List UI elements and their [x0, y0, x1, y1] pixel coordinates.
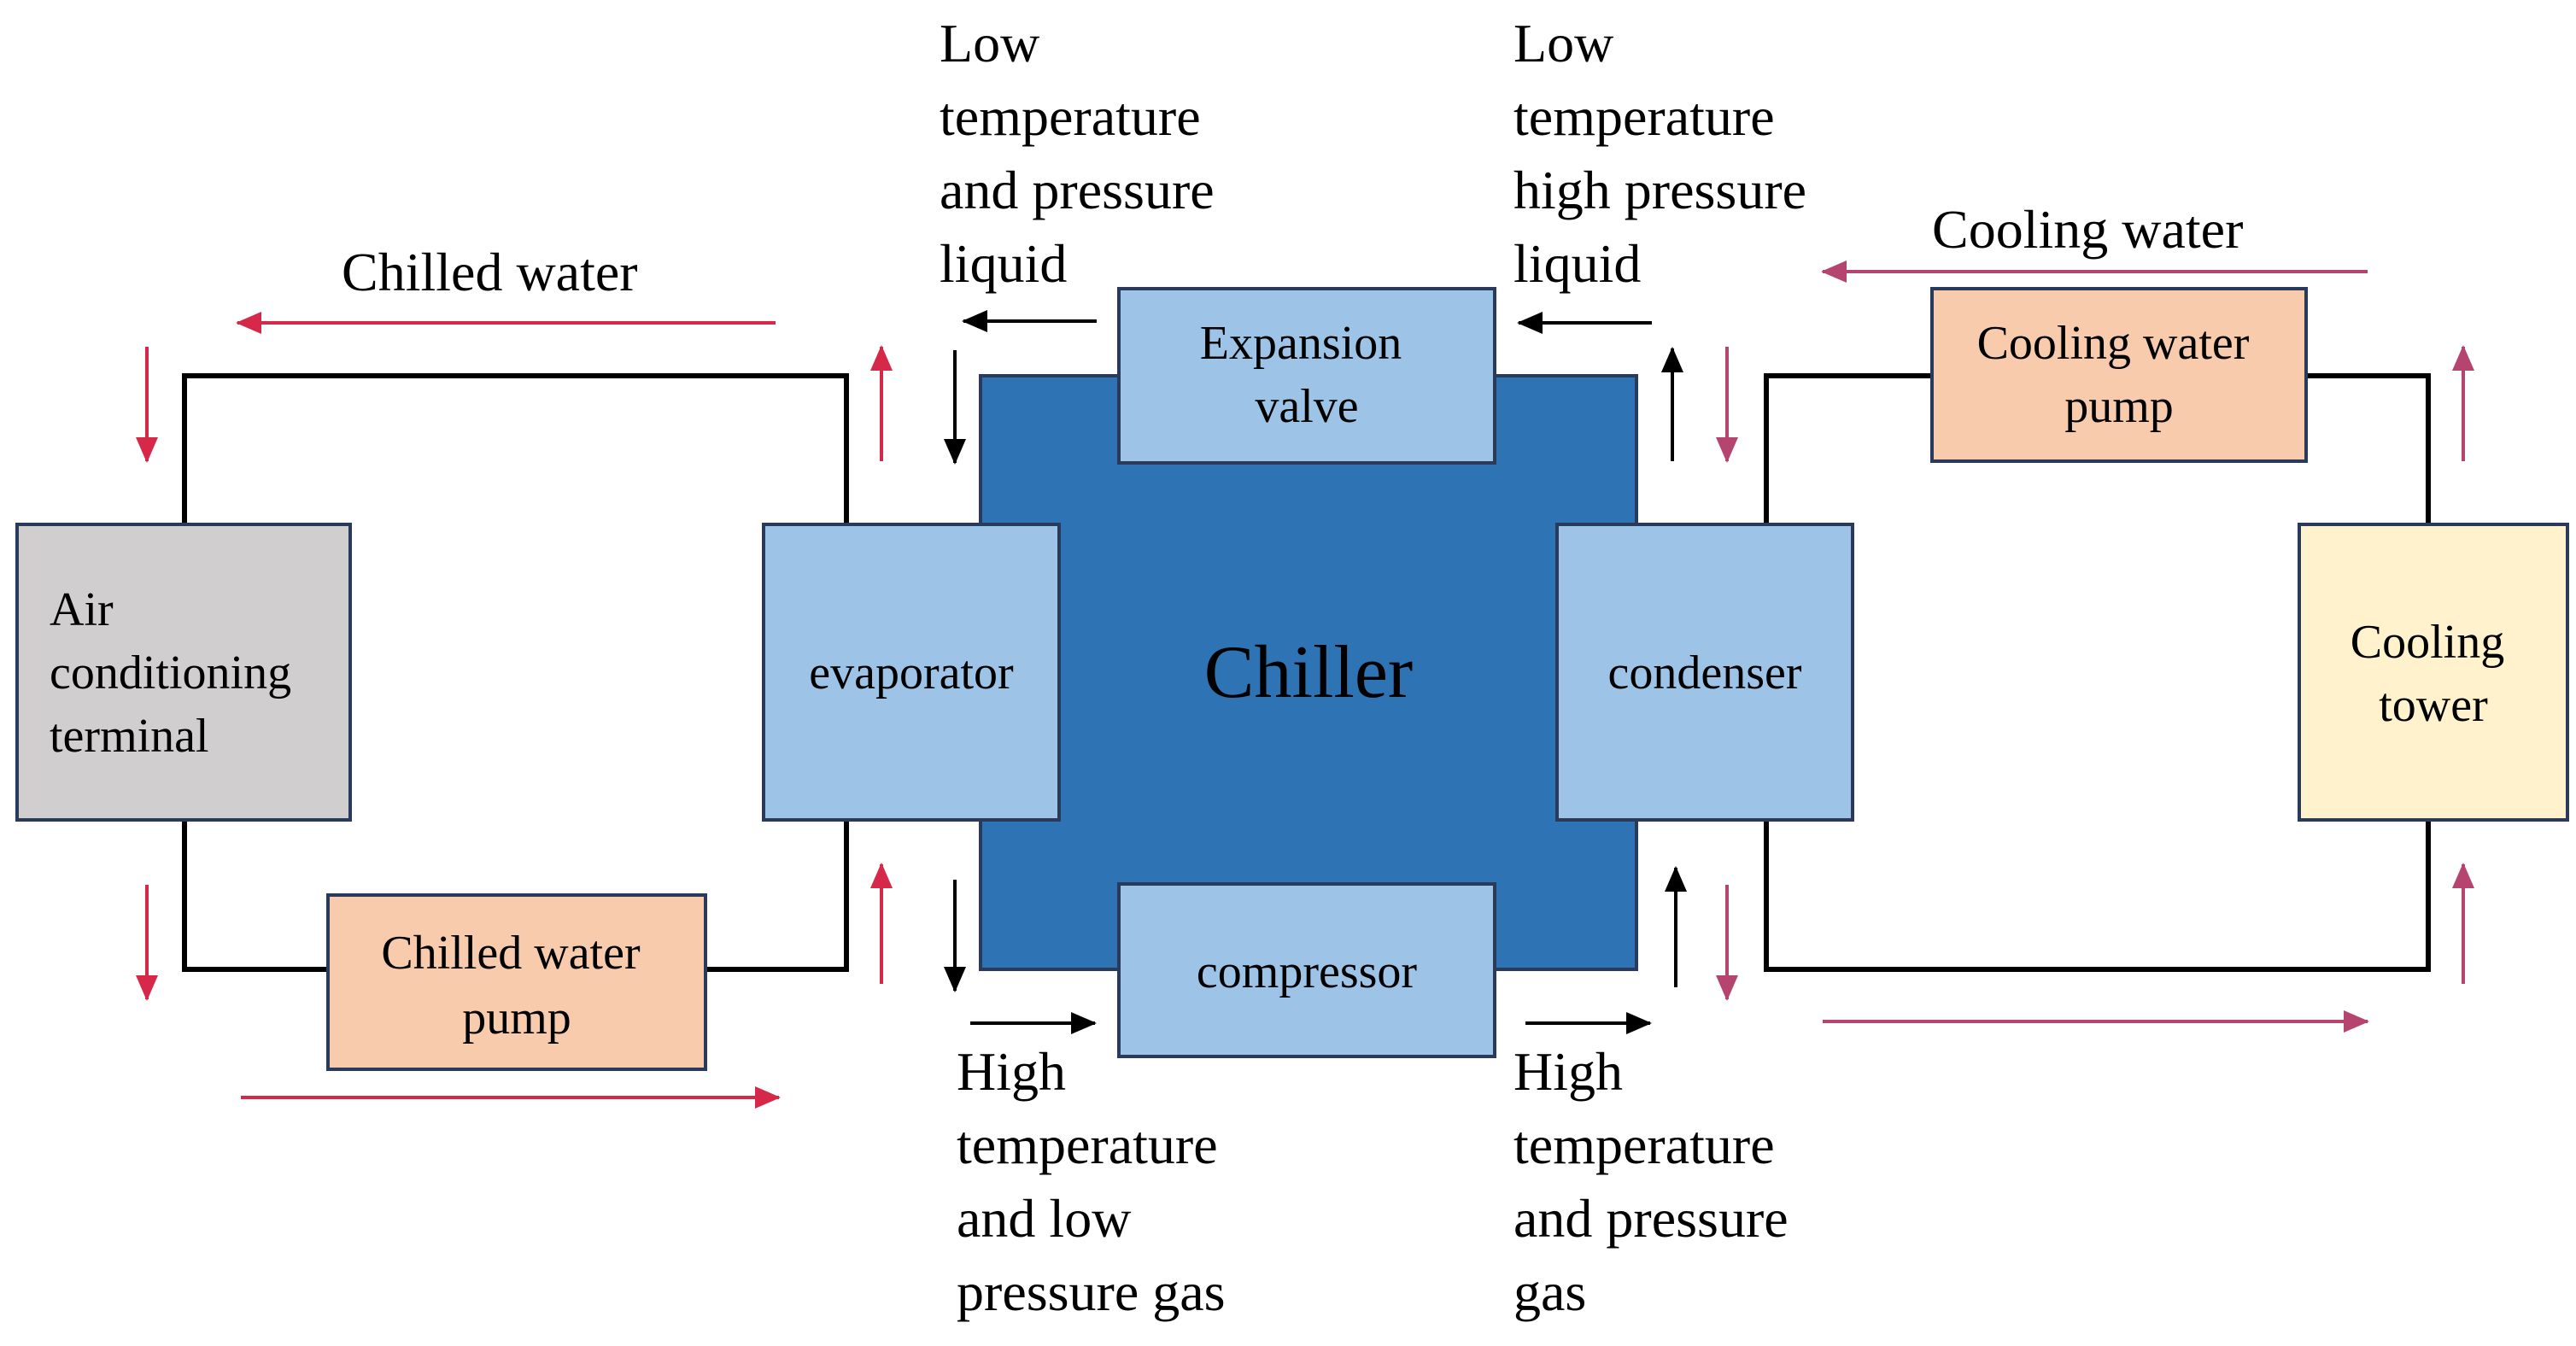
compressor-box	[1117, 882, 1496, 1058]
expansion-valve-label: Expansion valve	[1200, 317, 1414, 433]
refrigerant-arrows	[944, 310, 1687, 1034]
cooling-tower-box	[2298, 523, 2569, 822]
expansion-valve-box	[1117, 287, 1496, 465]
refrigerant-state-bottom-right: High temperature and pressure gas	[1513, 1041, 1802, 1322]
air-conditioning-terminal-label: Air conditioning terminal	[50, 583, 303, 763]
air-conditioning-terminal-box	[15, 523, 352, 822]
cooling-water-flow-label: Cooling water	[1932, 199, 2243, 260]
refrigerant-state-top-right: Low temperature high pressure liquid	[1513, 13, 1820, 294]
cooling-water-arrows	[1716, 260, 2474, 1033]
cooling-tower-label: Cooling tower	[2351, 616, 2516, 732]
condenser-label: condenser	[1607, 647, 1801, 699]
cooling-water-pump-label: Cooling water pump	[1977, 317, 2262, 433]
chilled-water-pump-box	[326, 893, 707, 1071]
left-loop-pipe	[182, 373, 849, 972]
chilled-water-arrows	[136, 312, 893, 1109]
chiller-label: Chiller	[1204, 631, 1413, 714]
cooling-water-pump-box	[1930, 287, 2308, 463]
chiller-body	[979, 374, 1638, 971]
compressor-label: compressor	[1197, 945, 1418, 998]
refrigerant-state-bottom-left: High temperature and low pressure gas	[957, 1041, 1232, 1322]
evaporator-label: evaporator	[809, 647, 1014, 699]
condenser-box	[1555, 523, 1854, 822]
refrigerant-state-top-left: Low temperature and pressure liquid	[940, 13, 1228, 294]
chilled-water-pump-label: Chilled water pump	[381, 927, 652, 1045]
chilled-water-flow-label: Chilled water	[342, 242, 638, 302]
evaporator-box	[762, 523, 1061, 822]
right-loop-pipe	[1764, 373, 2431, 972]
